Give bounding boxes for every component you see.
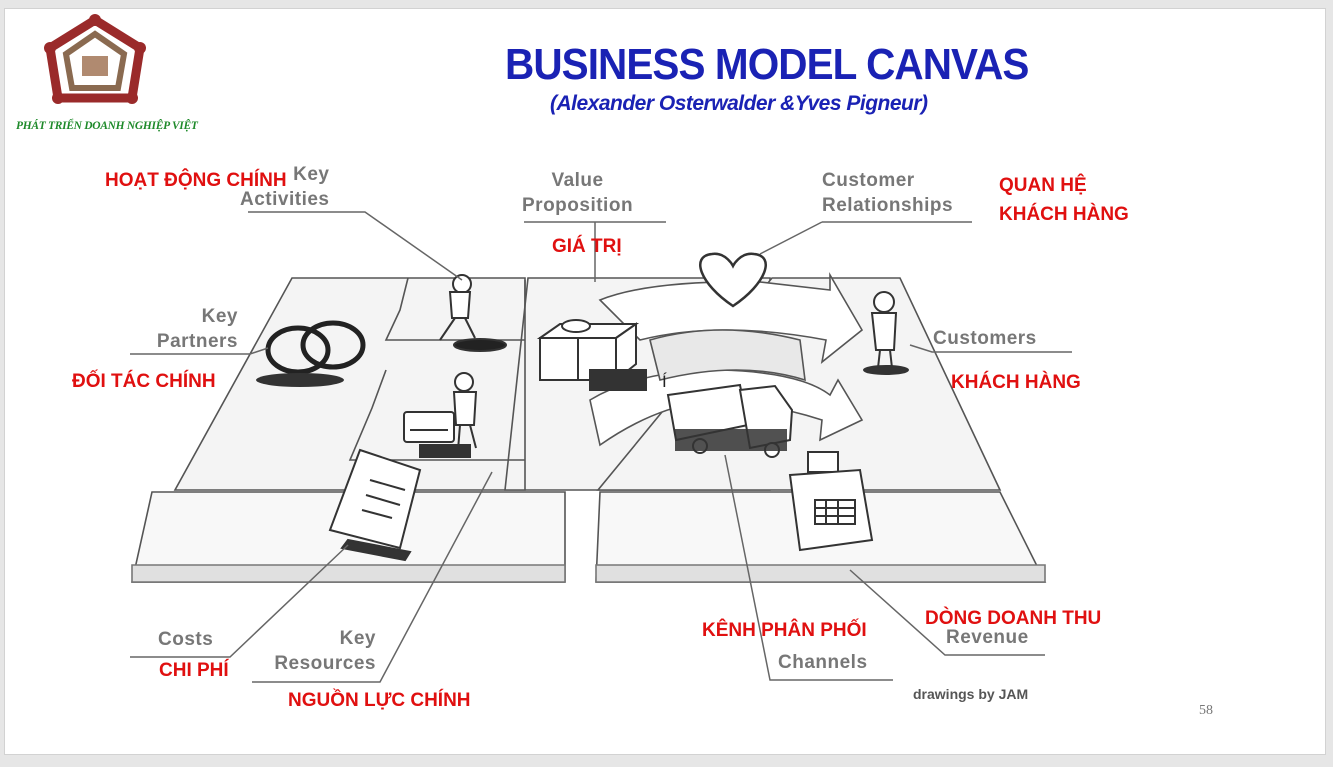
label-costs-vn: CHI PHÍ [159, 660, 229, 681]
worker-digging-icon [439, 274, 507, 352]
cash-register-icon [788, 451, 874, 552]
page-subtitle: (Alexander Osterwalder &Yves Pigneur) [550, 92, 928, 115]
flow-arrows [589, 272, 864, 447]
label-key-activities-en: Key Activities [240, 164, 330, 210]
person-icon [863, 291, 909, 375]
label-key-partners-en: Key Partners [156, 306, 238, 352]
page-title: BUSINESS MODEL CANVAS [505, 40, 1029, 89]
gift-box-icon [536, 319, 647, 391]
drawing-credit: drawings by JAM [913, 686, 1029, 702]
delivery-truck-icon [666, 383, 794, 458]
rings-icon [256, 320, 366, 387]
document-icon [328, 448, 422, 562]
label-key-resources-en: Key Resources [274, 628, 376, 674]
label-customers-en: Customers [933, 328, 1037, 349]
heart-icon [699, 252, 767, 308]
leader-lines [130, 211, 1072, 683]
label-key-partners-vn: ĐỐI TÁC CHÍNH [72, 371, 216, 392]
label-channels-en: Channels [778, 652, 868, 673]
logo-text: PHÁT TRIỂN DOANH NGHIỆP VIỆT [16, 120, 198, 132]
worker-machine-icon [403, 372, 478, 458]
label-revenue-en: Revenue [946, 627, 1029, 648]
label-key-resources-vn: NGUỒN LỰC CHÍNH [288, 690, 471, 711]
label-customer-relationships-en: Customer Relationships [822, 170, 954, 216]
label-key-activities-vn: HOẠT ĐỘNG CHÍNH [105, 170, 287, 191]
page-number: 58 [1199, 703, 1213, 718]
stray-character: Í [662, 372, 667, 391]
label-channels-vn: KÊNH PHÂN PHỐI [702, 620, 867, 641]
puzzle-ring-logo [44, 14, 146, 104]
label-customers-vn: KHÁCH HÀNG [951, 372, 1081, 393]
label-costs-en: Costs [158, 629, 214, 650]
label-customer-relationships-vn: QUAN HỆ KHÁCH HÀNG [999, 175, 1129, 225]
label-value-proposition-vn: GIÁ TRỊ [552, 236, 622, 257]
label-value-proposition-en: Value Proposition [522, 170, 634, 216]
label-revenue-vn: DÒNG DOANH THU [925, 608, 1102, 629]
